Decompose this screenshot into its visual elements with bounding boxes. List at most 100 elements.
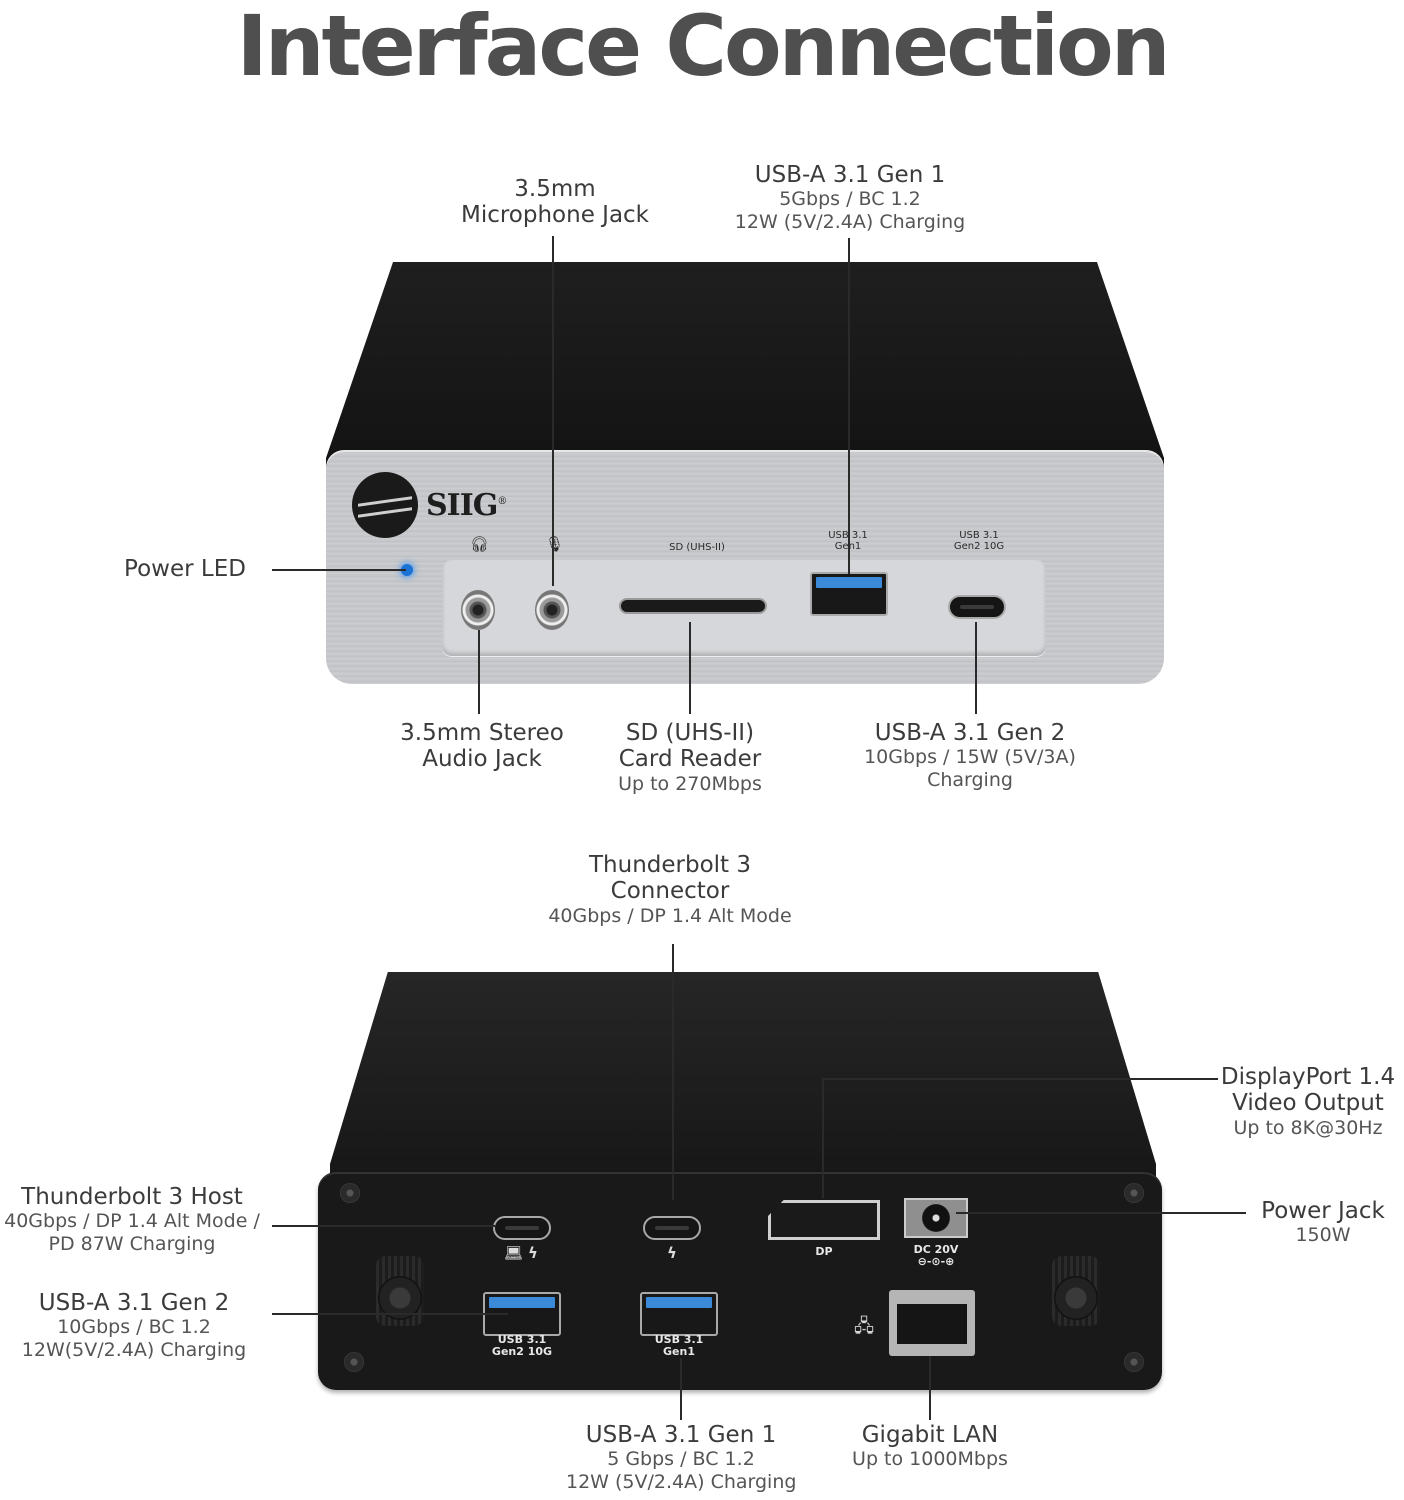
- callout-sub2: 12W (5V/2.4A) Charging: [734, 211, 966, 234]
- rear-usb-a-gen1-port: [640, 1292, 718, 1336]
- callout-sub2: Charging: [927, 769, 1013, 792]
- leader-line-front-usb-gen1: [848, 238, 850, 574]
- tb3-host-port: [493, 1216, 551, 1240]
- leader-line-sd-reader: [689, 622, 691, 714]
- callout-sd-reader: SD (UHS-II) Card Reader Up to 270Mbps: [590, 720, 790, 796]
- leader-line-rear-usb-gen1: [680, 1358, 682, 1420]
- tb3-connector-port: [643, 1216, 701, 1240]
- usb-gen2-panel-label-line2: Gen2 10G: [953, 541, 1005, 552]
- brand-text: SIIG: [426, 488, 498, 523]
- callout-sub1: 5 Gbps / BC 1.2: [607, 1448, 755, 1471]
- callout-gigabit-lan: Gigabit LAN Up to 1000Mbps: [830, 1422, 1030, 1471]
- thunderbolt-icon: ϟ: [528, 1244, 538, 1262]
- callout-title-line1: 3.5mm: [514, 176, 596, 202]
- callout-title-line2: Microphone Jack: [460, 202, 650, 229]
- audio-jack-port: [461, 590, 495, 630]
- usb-gen1-panel-label-line1: USB 3.1: [828, 530, 868, 541]
- sd-panel-label: SD (UHS-II): [669, 542, 725, 553]
- callout-sub2: 12W (5V/2.4A) Charging: [566, 1471, 797, 1494]
- mic-jack-port: [535, 590, 569, 630]
- screw-icon: [344, 1352, 364, 1372]
- callout-title-line2: Card Reader: [618, 746, 762, 773]
- callout-sub1: Up to 8K@30Hz: [1233, 1116, 1383, 1139]
- ethernet-port: [889, 1290, 975, 1356]
- callout-sub1: 10Gbps / BC 1.2: [57, 1316, 211, 1339]
- callout-title-line1: SD (UHS-II): [625, 720, 755, 746]
- rear-usb-a-gen2-port: [483, 1292, 561, 1336]
- callout-title-line2: Connector: [610, 878, 730, 905]
- rear-device-panel: [318, 1172, 1162, 1390]
- callout-front-usb-gen2: USB-A 3.1 Gen 2 10Gbps / 15W (5V/3A) Cha…: [850, 720, 1090, 792]
- callout-sub1: 40Gbps / DP 1.4 Alt Mode: [548, 904, 792, 927]
- callout-title: USB-A 3.1 Gen 2: [874, 720, 1066, 746]
- rear-usb-gen2-label: USB 3.1 Gen2 10G: [482, 1333, 562, 1359]
- callout-sub2: 12W(5V/2.4A) Charging: [21, 1339, 247, 1362]
- network-icon: 🖧︎: [854, 1316, 875, 1337]
- callout-title-line2: Audio Jack: [422, 746, 542, 773]
- callout-title: Gigabit LAN: [861, 1422, 999, 1448]
- power-led: [401, 564, 413, 576]
- callout-sub1: Up to 270Mbps: [618, 772, 762, 795]
- brand-name: SIIG®: [426, 488, 507, 523]
- leader-line-mic: [552, 236, 554, 586]
- callout-sub2: PD 87W Charging: [48, 1233, 216, 1256]
- usb-gen1-panel-label-line2: Gen1: [835, 541, 862, 552]
- callout-title: Power LED: [124, 556, 246, 582]
- callout-rear-usb-gen2: USB-A 3.1 Gen 2 10Gbps / BC 1.2 12W(5V/2…: [14, 1290, 254, 1362]
- callout-audio-jack: 3.5mm Stereo Audio Jack: [380, 720, 584, 773]
- callout-title: USB-A 3.1 Gen 1: [585, 1422, 777, 1448]
- callout-front-usb-gen1: USB-A 3.1 Gen 1 5Gbps / BC 1.2 12W (5V/2…: [720, 162, 980, 234]
- laptop-icon: 💻︎: [504, 1244, 524, 1262]
- leader-line-tb3-connector: [672, 944, 674, 1200]
- thunderbolt-icon: ϟ: [667, 1244, 677, 1262]
- polarity-icon: ⊖-⊙-⊕: [917, 1255, 955, 1269]
- callout-title: USB-A 3.1 Gen 1: [754, 162, 946, 188]
- callout-sub1: 5Gbps / BC 1.2: [779, 188, 921, 211]
- leader-line-rear-usb-gen2: [272, 1313, 508, 1315]
- screw-icon: [1124, 1352, 1144, 1372]
- callout-mic-jack: 3.5mm Microphone Jack: [440, 176, 670, 229]
- rear-usb-gen1-label: USB 3.1 Gen1: [640, 1333, 718, 1359]
- siig-logo-icon: [352, 472, 418, 538]
- leader-line-power-led: [272, 569, 406, 571]
- callout-sub1: Up to 1000Mbps: [852, 1448, 1008, 1471]
- screw-icon: [340, 1183, 360, 1203]
- callout-sub1: 150W: [1295, 1224, 1351, 1247]
- leader-line-audio-jack: [478, 630, 480, 714]
- sd-card-slot: [619, 598, 767, 614]
- callout-sub1: 40Gbps / DP 1.4 Alt Mode /: [4, 1210, 260, 1233]
- headphone-icon: 🎧︎: [470, 535, 490, 553]
- page-title: Interface Connection: [236, 0, 1170, 95]
- callout-title-line1: Thunderbolt 3: [588, 852, 751, 878]
- callout-tb3-host: Thunderbolt 3 Host 40Gbps / DP 1.4 Alt M…: [0, 1184, 264, 1256]
- dp-label: DP: [815, 1245, 833, 1258]
- callout-tb3-connector: Thunderbolt 3 Connector 40Gbps / DP 1.4 …: [540, 852, 800, 928]
- callout-title-line2: Video Output: [1232, 1090, 1384, 1117]
- leader-line-displayport-v: [822, 1078, 824, 1198]
- callout-title-line1: 3.5mm Stereo: [400, 720, 564, 746]
- label-line1: USB 3.1: [654, 1333, 704, 1346]
- callout-displayport: DisplayPort 1.4 Video Output Up to 8K@30…: [1218, 1064, 1398, 1140]
- thumbscrew-right: [1052, 1256, 1100, 1326]
- dc-label: DC 20V ⊖-⊙-⊕: [904, 1243, 968, 1269]
- callout-title: USB-A 3.1 Gen 2: [38, 1290, 230, 1316]
- leader-line-front-usb-gen2: [975, 622, 977, 714]
- callout-sub1: 10Gbps / 15W (5V/3A): [864, 746, 1076, 769]
- front-usb-a-port: [810, 572, 888, 616]
- label-line2: Gen1: [663, 1345, 695, 1359]
- callout-title: Thunderbolt 3 Host: [21, 1184, 243, 1210]
- usb-gen2-panel-label: USB 3.1 Gen2 10G: [944, 530, 1014, 552]
- microphone-icon: 🎙︎: [545, 535, 565, 553]
- screw-icon: [1124, 1183, 1144, 1203]
- displayport-port: [768, 1200, 880, 1240]
- dc-label-line1: DC 20V: [913, 1243, 959, 1256]
- label-line1: USB 3.1: [497, 1333, 547, 1346]
- callout-power-jack: Power Jack 150W: [1248, 1198, 1398, 1247]
- dc-power-jack: [904, 1198, 968, 1238]
- leader-line-lan: [929, 1356, 931, 1420]
- registered-mark: ®: [497, 496, 507, 507]
- leader-line-tb3-host: [272, 1225, 496, 1227]
- usb-gen1-panel-label: USB 3.1 Gen1: [818, 530, 878, 552]
- label-line2: Gen2 10G: [491, 1345, 553, 1359]
- leader-line-power-jack: [956, 1212, 1246, 1214]
